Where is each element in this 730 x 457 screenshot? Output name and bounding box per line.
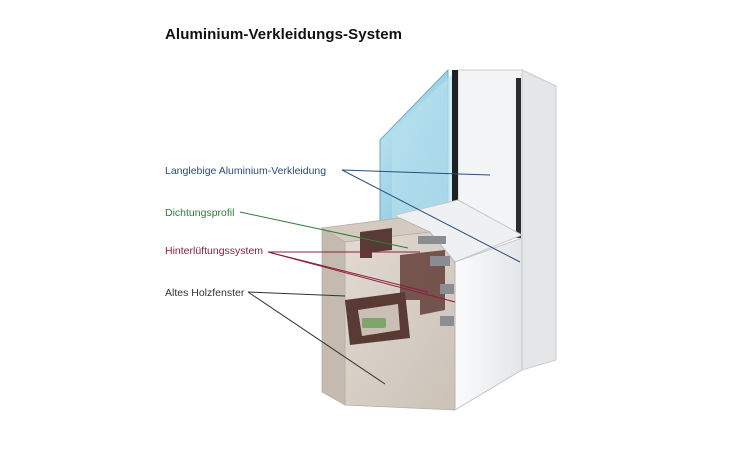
callout-lines: [239, 169, 521, 385]
label-ventilation-system: Hinterlüftungssystem: [165, 245, 264, 257]
vent-channel-1: [418, 236, 446, 244]
aluminium-frame-side: [521, 69, 557, 371]
label-aluminium-cladding: Langlebige Aluminium-Verkleidung: [165, 165, 327, 177]
glass-pane-inner: [392, 74, 452, 226]
wood-profile-cavity-2: [400, 250, 445, 315]
wood-frame-left: [321, 227, 346, 406]
aluminium-cladding-panel: [454, 237, 523, 411]
label-old-wood-window: Altes Holzfenster: [165, 287, 245, 299]
green-seal-profile: [362, 318, 386, 328]
callout-aluminium-2: [341, 169, 521, 263]
callout-seal: [239, 211, 409, 249]
frame-inner-strip: [516, 78, 521, 238]
callout-vent-3: [267, 251, 456, 303]
callout-aluminium-1: [341, 169, 491, 176]
vent-channel-4: [440, 316, 454, 326]
callout-wood-2: [247, 291, 386, 385]
vent-channel-3: [440, 284, 454, 294]
wood-profile-cavity: [360, 228, 392, 258]
label-seal-profile: Dichtungsprofil: [165, 207, 235, 219]
diagram-title: Aluminium-Verkleidungs-System: [165, 26, 403, 43]
glazing-seal-strip: [452, 70, 458, 220]
vent-channel-2: [430, 256, 450, 266]
callout-wood-1: [247, 291, 346, 297]
